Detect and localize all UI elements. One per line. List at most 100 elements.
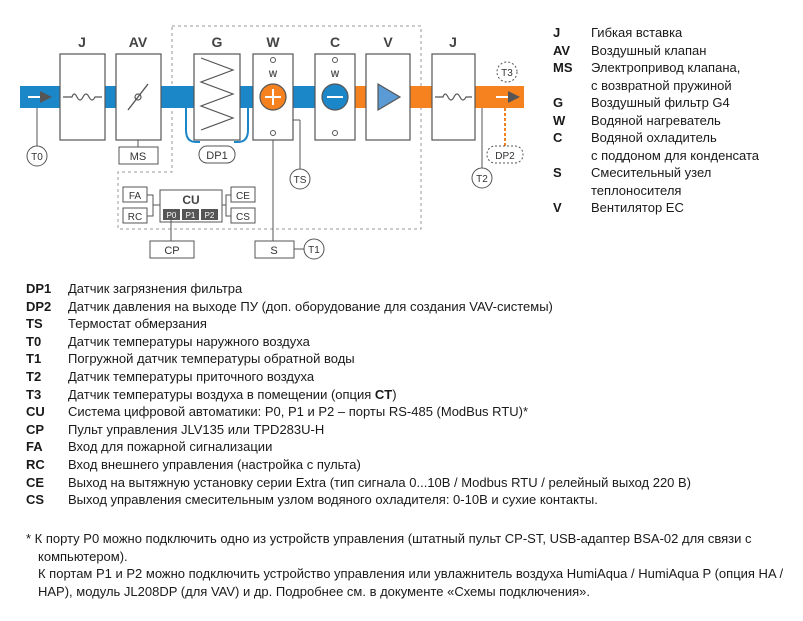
legend-text: Пульт управления JLV135 или TPD283U-H — [68, 421, 325, 437]
flexible-insert-1-wave — [63, 93, 102, 101]
legend-text: Термостат обмерзания — [68, 316, 207, 332]
legend-key: C — [553, 130, 563, 145]
label-g: G — [212, 34, 223, 50]
legend-text: Гибкая вставка — [591, 25, 683, 40]
legend-text: Смесительный узел теплоносителя — [591, 165, 712, 198]
heater-w-mark: W — [269, 69, 278, 79]
label-j-2: J — [449, 34, 457, 50]
legend-text: Вход для пожарной сигнализации — [68, 439, 273, 455]
legend-text: Вентилятор EC — [591, 200, 684, 215]
cu-port-p0-label: P0 — [167, 211, 177, 220]
legend-key: MS — [553, 60, 573, 75]
legend-text: Датчик температуры приточного воздуха — [68, 368, 315, 384]
label-av: AV — [129, 34, 148, 50]
legend-key: CS — [26, 492, 45, 508]
footnote-p1-p2: К портам P1 и P2 можно подключить устрой… — [38, 566, 784, 599]
cu-port-p0 — [163, 209, 180, 220]
legend-row-ms: MS Электропривод клапана, с возвратной пр… — [553, 59, 759, 94]
legend-key: V — [553, 200, 562, 215]
legend-key: T1 — [26, 351, 42, 367]
t2-sensor — [471, 167, 493, 189]
damper-actuator-box — [118, 146, 159, 165]
ms-label: MS — [130, 151, 147, 163]
filter-pleats — [199, 57, 235, 131]
cp-box — [149, 240, 195, 259]
legend-row-cp: CP Пульт управления JLV135 или TPD283U-H — [26, 421, 691, 439]
t1-sensor — [303, 238, 325, 260]
t3-label: T3 — [501, 68, 513, 79]
legend-row-ts: TS Термостат обмерзания — [26, 315, 691, 333]
fa-label: FA — [129, 191, 142, 202]
legend-text: Выход на вытяжную установку серии Extra … — [68, 474, 692, 490]
cs-label: CS — [236, 212, 250, 223]
cu-port-p1 — [182, 209, 199, 220]
automation-boundary — [117, 25, 422, 230]
legend-key: TS — [26, 316, 43, 332]
legend-text: Воздушный фильтр G4 — [591, 95, 730, 110]
label-v: V — [383, 34, 393, 50]
t2-label: T2 — [476, 174, 488, 185]
legend-row-t1: T1 Погружной датчик температуры обратной … — [26, 350, 691, 368]
legend-text: Вход внешнего управления (настройка с пу… — [68, 456, 361, 472]
cp-label: CP — [164, 245, 179, 257]
t3-sensor — [496, 61, 518, 83]
legend-row-fa: FA Вход для пожарной сигнализации — [26, 438, 691, 456]
legend-row-av: AV Воздушный клапан — [553, 42, 759, 60]
legend-key: DP1 — [26, 281, 52, 296]
legend-text-main: Датчик температуры воздуха в помещении (… — [68, 386, 375, 402]
cu-port-p1-label: P1 — [186, 211, 196, 220]
fa-rc-connectors — [147, 194, 160, 217]
legend-text: Система цифровой автоматики: P0, P1 и P2… — [68, 404, 529, 420]
filter-pressure-tubes — [185, 108, 249, 143]
legend-row-v: V Вентилятор EC — [553, 199, 759, 217]
ventilation-schematic: MS DP1 W TS W J AV G W C V J T0 T2 T3 DP… — [20, 25, 524, 260]
legend-row-c: C Водяной охладитель с поддоном для конде… — [553, 129, 759, 164]
legend-key: CP — [26, 421, 45, 437]
legend-key: T0 — [26, 333, 42, 349]
legend-text: Погружной датчик температуры обратной во… — [68, 351, 355, 367]
legend-text: Водяной нагреватель — [591, 112, 721, 128]
cu-title: CU — [182, 193, 199, 207]
legend-text: Датчик давления на выходе ПУ (доп. обору… — [68, 298, 553, 314]
heater-port-bottom — [270, 130, 276, 136]
legend-text: Электропривод клапана, с возвратной пруж… — [591, 60, 741, 93]
air-damper-pivot — [134, 93, 142, 101]
legend-row-g: G Воздушный фильтр G4 — [553, 94, 759, 112]
t0-label: T0 — [31, 152, 43, 163]
ce-label: CE — [236, 191, 250, 202]
legend-key: G — [553, 95, 564, 110]
dp1-label: DP1 — [206, 150, 227, 162]
rc-label: RC — [128, 212, 142, 223]
legend-row-cu: CU Система цифровой автоматики: P0, P1 и … — [26, 403, 691, 421]
dp1-sensor — [198, 145, 236, 164]
dp2-sensor — [486, 145, 524, 164]
legend-text: Воздушный клапан — [591, 42, 707, 58]
option-ct: CT — [374, 386, 393, 402]
ts-label: TS — [294, 175, 307, 186]
legend-text-close: ) — [392, 386, 397, 402]
label-w: W — [266, 34, 280, 50]
legend-text: Датчик загрязнения фильтра — [68, 281, 243, 296]
cu-port-p2 — [201, 209, 218, 220]
cooler-port-top — [332, 57, 338, 63]
legend-key: FA — [26, 439, 43, 455]
heater-port-top — [270, 57, 276, 63]
legend-text: Водяной охладитель с поддоном для конден… — [591, 130, 759, 163]
flexible-insert-2-wave — [435, 93, 472, 101]
legend-key: AV — [553, 42, 571, 58]
legend-text: Датчик температуры наружного воздуха — [68, 333, 310, 349]
legend-key: CU — [26, 404, 45, 420]
ts-sensor — [289, 168, 311, 190]
t0-sensor — [26, 145, 48, 167]
ce-cs-connectors — [222, 194, 231, 217]
